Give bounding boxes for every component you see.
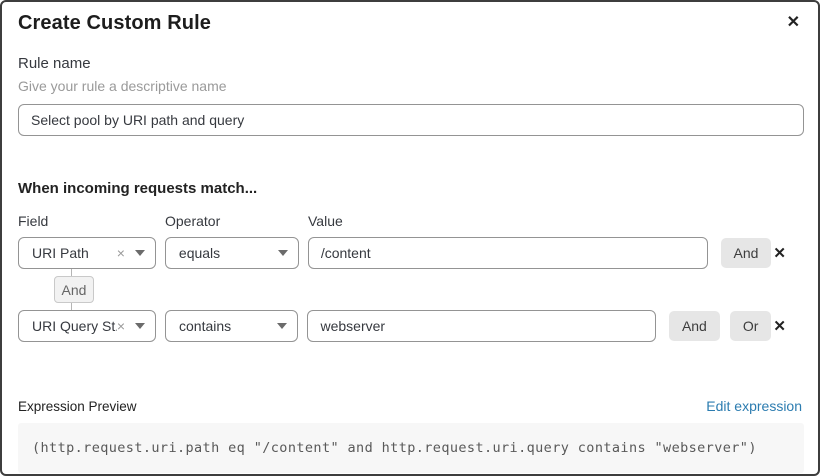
remove-row-icon[interactable]: ✕ bbox=[773, 317, 786, 335]
match-heading: When incoming requests match... bbox=[18, 180, 258, 197]
clear-selection-icon[interactable]: × bbox=[116, 318, 125, 334]
expression-header: Expression Preview Edit expression bbox=[18, 398, 802, 414]
dialog-header: Create Custom Rule ✕ bbox=[18, 12, 802, 35]
rule-name-section: Rule name Give your rule a descriptive n… bbox=[18, 55, 804, 136]
chevron-down-icon bbox=[134, 250, 145, 256]
condition-row: URI Path × equals And ✕ bbox=[18, 237, 802, 269]
field-select-value: URI Query St... bbox=[32, 318, 117, 334]
column-label-operator: Operator bbox=[165, 213, 221, 229]
rule-name-label: Rule name bbox=[18, 55, 91, 72]
edit-expression-link[interactable]: Edit expression bbox=[706, 398, 802, 414]
column-label-value: Value bbox=[308, 213, 343, 229]
column-label-field: Field bbox=[18, 213, 49, 229]
rule-name-helper: Give your rule a descriptive name bbox=[18, 78, 227, 94]
rule-name-input[interactable] bbox=[18, 104, 804, 136]
connector: And bbox=[54, 269, 94, 310]
operator-select[interactable]: equals bbox=[164, 237, 299, 269]
value-input[interactable] bbox=[307, 310, 656, 342]
connector-line bbox=[71, 303, 72, 310]
column-labels: Field Operator Value bbox=[18, 213, 802, 229]
expression-preview-label: Expression Preview bbox=[18, 398, 137, 414]
operator-select-value: contains bbox=[179, 318, 232, 334]
operator-select-value: equals bbox=[178, 245, 221, 261]
chevron-down-icon bbox=[135, 323, 145, 329]
value-input[interactable] bbox=[307, 237, 708, 269]
condition-row: URI Query St... × contains And Or ✕ bbox=[18, 310, 802, 342]
chevron-down-icon bbox=[277, 323, 288, 329]
close-icon[interactable]: ✕ bbox=[785, 12, 802, 34]
field-select-value: URI Path bbox=[32, 245, 89, 261]
connector-line bbox=[71, 269, 72, 276]
field-select[interactable]: URI Path × bbox=[18, 237, 156, 269]
expression-code-block: (http.request.uri.path eq "/content" and… bbox=[18, 423, 804, 473]
clear-selection-icon[interactable]: × bbox=[116, 245, 125, 261]
dialog-title: Create Custom Rule bbox=[18, 12, 211, 34]
field-select[interactable]: URI Query St... × bbox=[18, 310, 156, 342]
and-button[interactable]: And bbox=[668, 311, 720, 341]
operator-select[interactable]: contains bbox=[165, 310, 299, 342]
or-button[interactable]: Or bbox=[729, 311, 772, 341]
connector-and-badge: And bbox=[54, 276, 94, 303]
expression-code: (http.request.uri.path eq "/content" and… bbox=[32, 440, 757, 456]
and-button[interactable]: And bbox=[720, 238, 772, 268]
remove-row-icon[interactable]: ✕ bbox=[773, 244, 786, 262]
chevron-down-icon bbox=[277, 250, 288, 256]
